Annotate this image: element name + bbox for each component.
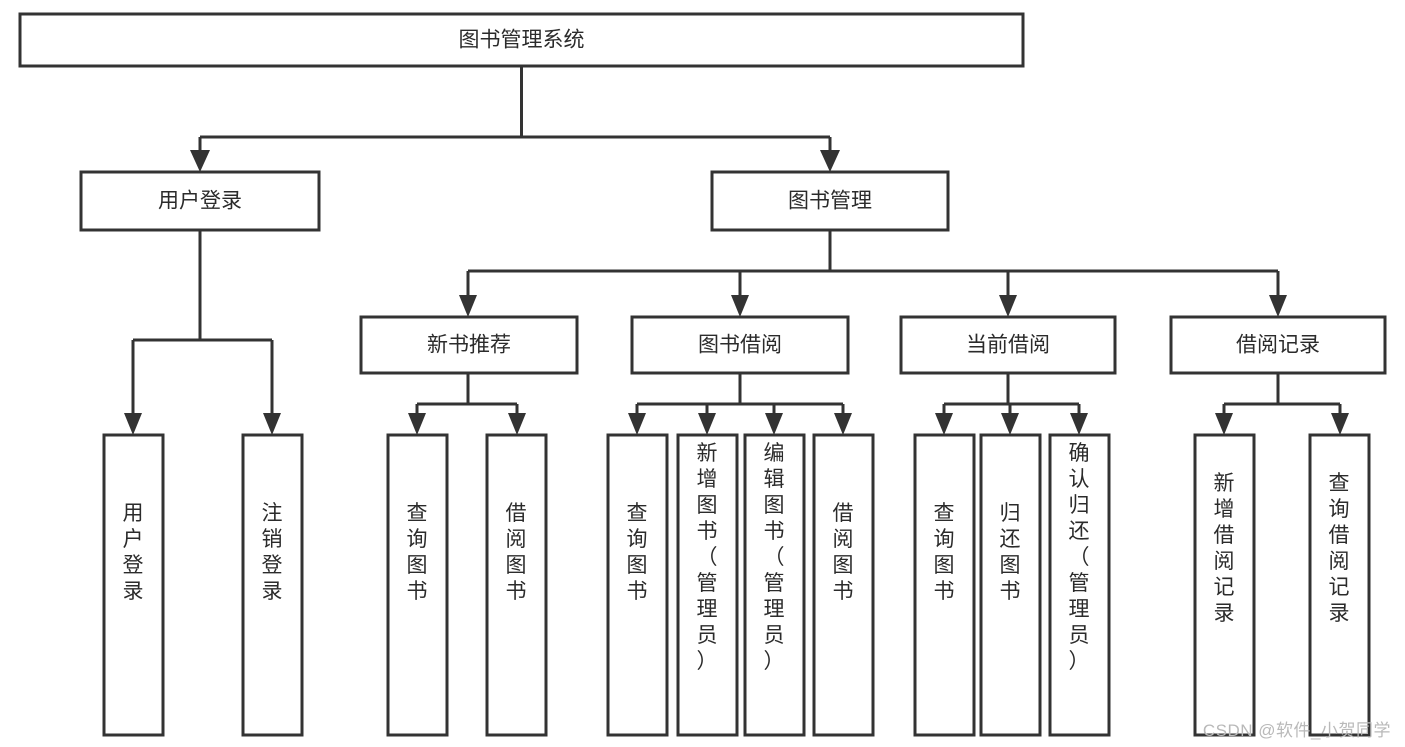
node-borrow-record-label: 借阅记录 [1236, 334, 1320, 357]
leaf-query-record-box[interactable] [1308, 433, 1371, 737]
node-book-manage[interactable]: 图书管理 [710, 170, 950, 232]
leaf-user-login[interactable]: 用户登录 [102, 433, 165, 737]
leaf-borrow-book-1[interactable]: 借阅图书 [485, 433, 548, 737]
leaf-query-book-3-box[interactable] [913, 433, 976, 737]
leaf-add-book[interactable]: 新增图书（管理员） [676, 433, 739, 737]
leaf-edit-book[interactable]: 编辑图书（管理员） [743, 433, 806, 737]
leaf-query-book-2-box[interactable] [606, 433, 669, 737]
arrow-bb-leaf-1 [628, 413, 646, 435]
leaf-add-book-label: 新增图书（管理员） [697, 442, 718, 673]
arrow-cb-leaf-2 [1001, 413, 1019, 435]
leaf-edit-book-label: 编辑图书（管理员） [764, 442, 785, 673]
leaf-add-record-label: 新增借阅记录 [1214, 472, 1235, 625]
node-borrow-record-box[interactable] [1169, 315, 1387, 375]
leaf-query-record[interactable]: 查询借阅记录 [1308, 433, 1371, 737]
leaf-user-login-box[interactable] [102, 433, 165, 737]
node-root[interactable]: 图书管理系统 [18, 12, 1025, 68]
leaf-logout[interactable]: 注销登录 [241, 433, 304, 737]
node-book-borrow[interactable]: 图书借阅 [630, 315, 850, 375]
leaf-user-login-label: 用户登录 [123, 502, 144, 603]
leaf-query-book-1-label: 查询图书 [407, 502, 428, 603]
node-book-borrow-box[interactable] [630, 315, 850, 375]
node-new-book-rec-box[interactable] [359, 315, 579, 375]
arrow-nbr-leaf-2 [508, 413, 526, 435]
arrow-bb-leaf-4 [834, 413, 852, 435]
leaf-query-record-label: 查询借阅记录 [1329, 472, 1350, 625]
connector-layer [124, 66, 1349, 435]
leaf-logout-box[interactable] [241, 433, 304, 737]
node-root-box[interactable] [18, 12, 1025, 68]
arrow-user-login-leaf-1 [124, 413, 142, 435]
leaf-add-record-box[interactable] [1193, 433, 1256, 737]
leaf-borrow-book-2-box[interactable] [812, 433, 875, 737]
leaf-borrow-book-1-label: 借阅图书 [506, 502, 527, 603]
leaf-borrow-book-1-box[interactable] [485, 433, 548, 737]
leaf-return-book-label: 归还图书 [1000, 502, 1021, 603]
node-new-book-rec-label: 新书推荐 [427, 334, 511, 357]
node-book-borrow-label: 图书借阅 [698, 334, 782, 357]
leaf-borrow-book-2-label: 借阅图书 [833, 502, 854, 603]
leaf-logout-label: 注销登录 [262, 502, 283, 603]
arrow-cb-leaf-3 [1070, 413, 1088, 435]
arrow-root-to-user-login [190, 150, 210, 172]
leaf-query-book-3[interactable]: 查询图书 [913, 433, 976, 737]
node-book-manage-box[interactable] [710, 170, 950, 232]
leaf-add-book-box[interactable] [676, 433, 739, 737]
node-user-login-label: 用户登录 [158, 190, 242, 213]
node-current-borrow-box[interactable] [899, 315, 1117, 375]
node-book-manage-label: 图书管理 [788, 190, 872, 213]
node-current-borrow-label: 当前借阅 [966, 334, 1050, 357]
leaf-query-book-2[interactable]: 查询图书 [606, 433, 669, 737]
arrow-bm-to-borrow-record [1269, 295, 1287, 317]
node-root-label: 图书管理系统 [459, 29, 585, 52]
leaf-return-book[interactable]: 归还图书 [979, 433, 1042, 737]
leaf-query-book-2-label: 查询图书 [627, 502, 648, 603]
node-current-borrow[interactable]: 当前借阅 [899, 315, 1117, 375]
arrow-cb-leaf-1 [935, 413, 953, 435]
leaf-query-book-1[interactable]: 查询图书 [386, 433, 449, 737]
leaf-query-book-1-box[interactable] [386, 433, 449, 737]
arrow-br-leaf-1 [1215, 413, 1233, 435]
arrow-nbr-leaf-1 [408, 413, 426, 435]
leaf-borrow-book-2[interactable]: 借阅图书 [812, 433, 875, 737]
arrow-bb-leaf-3 [765, 413, 783, 435]
arrow-bm-to-current-borrow [999, 295, 1017, 317]
leaf-add-record[interactable]: 新增借阅记录 [1193, 433, 1256, 737]
arrow-bm-to-new-book-rec [459, 295, 477, 317]
leaf-query-book-3-label: 查询图书 [934, 502, 955, 603]
arrow-user-login-leaf-2 [263, 413, 281, 435]
node-user-login-box[interactable] [79, 170, 321, 232]
leaf-return-book-box[interactable] [979, 433, 1042, 737]
node-user-login[interactable]: 用户登录 [79, 170, 321, 232]
arrow-root-to-book-manage [820, 150, 840, 172]
node-new-book-rec[interactable]: 新书推荐 [359, 315, 579, 375]
node-borrow-record[interactable]: 借阅记录 [1169, 315, 1387, 375]
leaf-confirm-return-box[interactable] [1048, 433, 1111, 737]
leaf-confirm-return[interactable]: 确认归还（管理员） [1048, 433, 1111, 737]
arrow-br-leaf-2 [1331, 413, 1349, 435]
arrow-bb-leaf-2 [698, 413, 716, 435]
arrow-bm-to-book-borrow [731, 295, 749, 317]
leaf-edit-book-box[interactable] [743, 433, 806, 737]
leaf-confirm-return-label: 确认归还（管理员） [1069, 442, 1090, 673]
